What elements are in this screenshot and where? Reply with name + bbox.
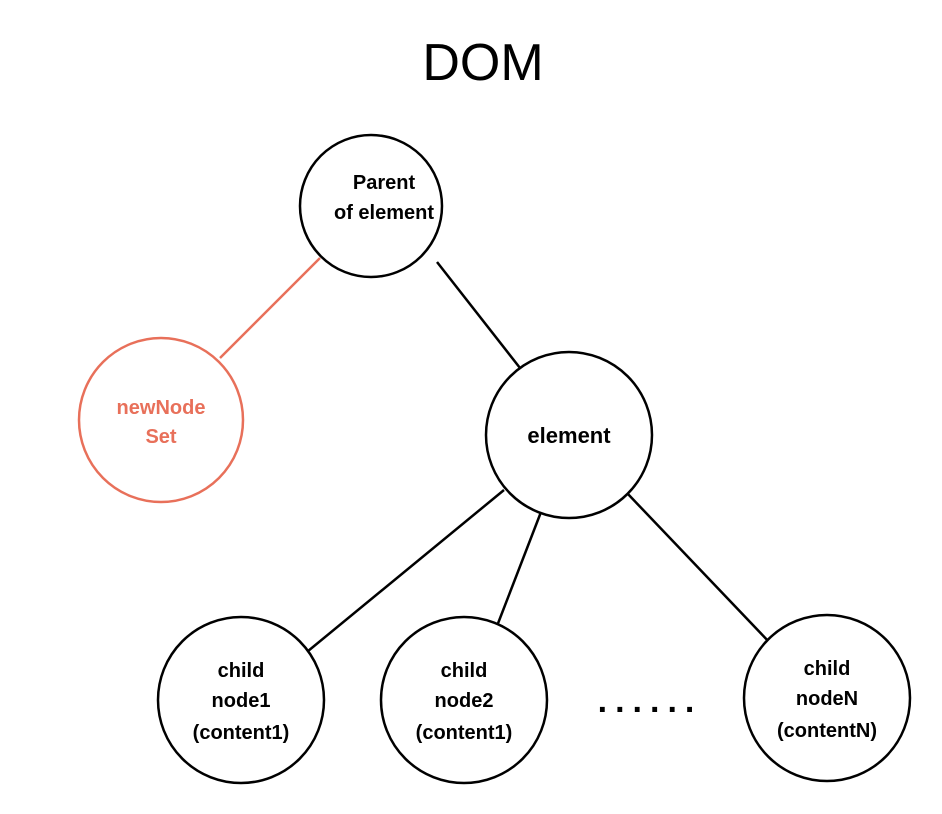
parent-node-label-line2: of element — [334, 202, 434, 224]
edge-parent-element — [436, 261, 521, 369]
child-node-1-label-line1: child — [218, 660, 265, 682]
parent-node-label-line1: Parent — [353, 172, 416, 194]
new-node-label-line2: Set — [145, 426, 176, 448]
child-node-n-label-line1: child — [804, 658, 851, 680]
diagram-title: DOM — [422, 34, 543, 92]
child-node-1-label-line2: node1 — [212, 690, 271, 712]
edge-element-childN — [626, 492, 772, 645]
child-node-2-label-line1: child — [441, 660, 488, 682]
parent-node: Parent of element — [298, 133, 444, 279]
element-node: element — [484, 350, 654, 520]
child-node-2-label-line2: node2 — [435, 690, 494, 712]
edge-element-child2 — [495, 511, 543, 627]
new-node: newNode Set — [77, 336, 245, 504]
child-node-1-label-line3: (content1) — [193, 722, 290, 744]
child-node-n-label-line2: nodeN — [796, 688, 858, 710]
child-node-n: child nodeN (contentN) — [742, 613, 912, 783]
child-node-n-label-line3: (contentN) — [777, 720, 877, 742]
edge-element-child1 — [301, 489, 505, 657]
ellipsis-separator: ...... — [598, 682, 703, 720]
child-node-2-label-line3: (content1) — [416, 722, 513, 744]
edge-parent-newnode — [219, 257, 321, 359]
element-node-label: element — [527, 423, 611, 448]
child-node-2: child node2 (content1) — [379, 615, 549, 785]
new-node-label-line1: newNode — [117, 397, 206, 419]
child-node-1: child node1 (content1) — [156, 615, 326, 785]
